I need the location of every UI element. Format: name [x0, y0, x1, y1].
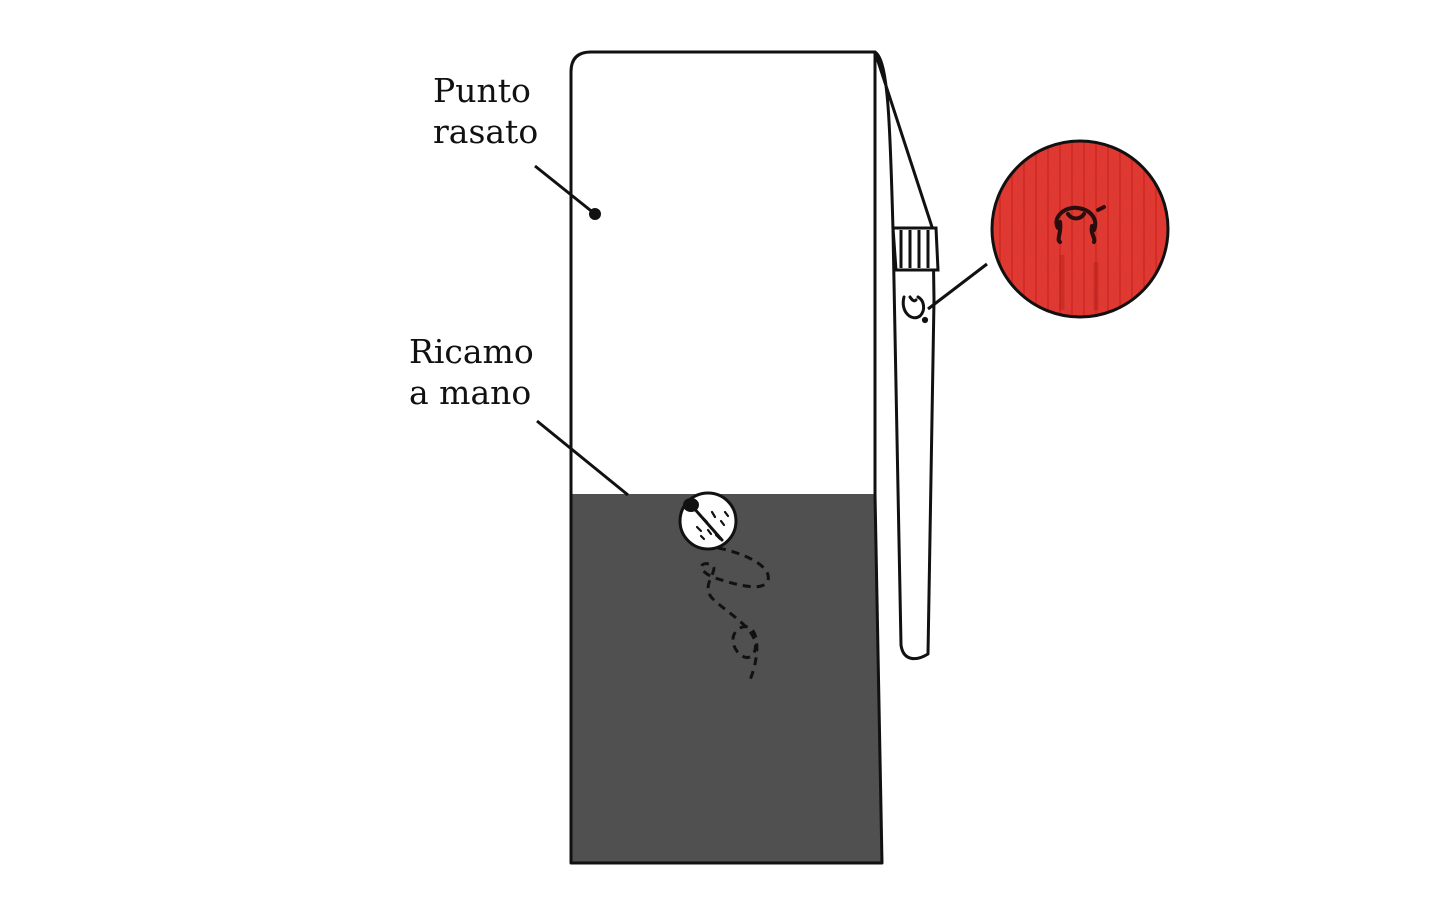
leader-line-ricamo	[536, 419, 629, 497]
label-ricamo-line1: Ricamo	[409, 332, 534, 371]
needle-ball-icon	[678, 491, 738, 551]
embroidery-stitch-path	[700, 546, 770, 681]
fabric-top-stockinette	[571, 52, 875, 494]
knit-detail-magnifier-icon	[990, 139, 1170, 319]
leader-line-punto-rasato	[534, 164, 596, 216]
scarf-front-panel	[569, 50, 884, 865]
label-ricamo-line2: a mano	[409, 373, 532, 412]
leader-line-detail	[927, 262, 988, 311]
embroidered-emblem-closeup	[1054, 205, 1106, 244]
horseshoe-ram-emblem-icon	[901, 295, 929, 324]
scarf-back-fold	[873, 50, 936, 661]
care-label-tag	[891, 226, 940, 272]
label-punto-rasato-line1: Punto	[433, 71, 531, 110]
leader-dot-punto-rasato	[589, 208, 601, 220]
label-punto-rasato-line2: rasato	[433, 112, 539, 151]
label-ricamo-a-mano: Ricamo a mano	[409, 331, 534, 413]
fabric-bottom-embroidered	[571, 494, 882, 863]
label-punto-rasato: Punto rasato	[433, 70, 538, 152]
